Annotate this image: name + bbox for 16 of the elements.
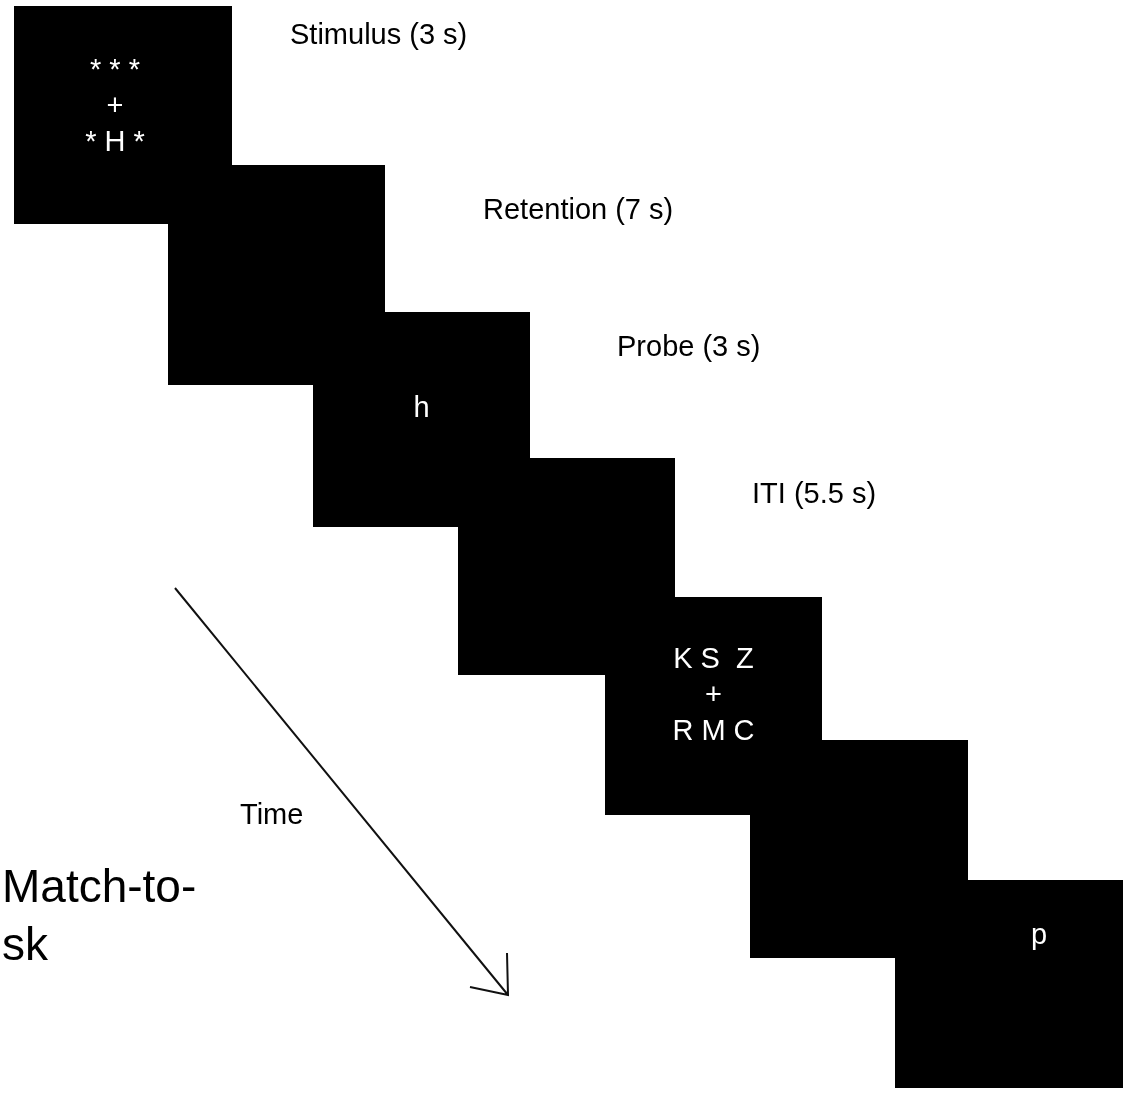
screen-text: * * * <box>90 51 140 87</box>
screen-text: * H * <box>85 124 145 160</box>
phase-label: Stimulus (3 s) <box>290 18 468 51</box>
screen-text: + <box>705 676 722 712</box>
screen-text: p <box>1030 916 1048 952</box>
phase-label: Probe (3 s) <box>617 330 761 363</box>
screen-text: h <box>413 390 430 426</box>
stimulus-screen <box>14 6 232 224</box>
stimulus-screen <box>895 880 1123 1088</box>
screen-text: R M C <box>672 713 755 749</box>
screen-text: K S Z <box>673 640 754 676</box>
screen-text: + <box>106 87 124 123</box>
phase-label: Retention (7 s) <box>483 193 674 226</box>
phase-label: ITI (5.5 s) <box>752 477 877 510</box>
axis-label: Time <box>240 798 304 831</box>
task-title: Match-to- sk <box>2 859 198 972</box>
